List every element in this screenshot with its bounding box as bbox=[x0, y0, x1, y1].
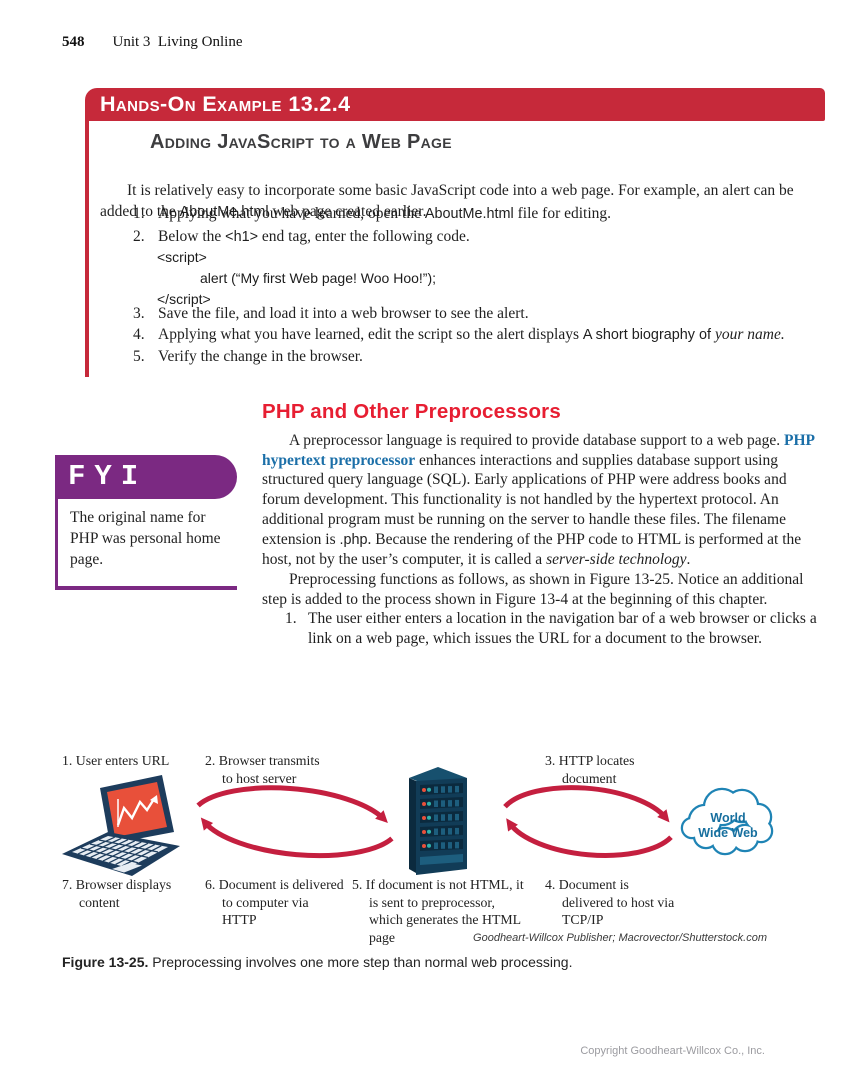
php-section: PHP and Other Preprocessors A preprocess… bbox=[262, 400, 826, 649]
server-icon bbox=[409, 767, 467, 875]
unit-title: Unit 3 Living Online bbox=[112, 34, 243, 50]
figure-step-label-7: 7. Browser displays content bbox=[62, 877, 172, 910]
intro-paragraph: It is relatively easy to incorporate som… bbox=[100, 181, 794, 221]
step-item-3: 3.Save the file, and load it into a web … bbox=[133, 305, 529, 322]
tag-text: <h1> bbox=[225, 228, 259, 245]
php-list-item-1: 1.The user either enters a location in t… bbox=[285, 610, 817, 648]
step-item-5: 5.Verify the change in the browser. bbox=[133, 348, 363, 365]
cycle-arrows-icon bbox=[196, 785, 673, 859]
step-item-2: 2.Below the <h1> end tag, enter the foll… bbox=[133, 227, 470, 245]
cloud-text-line2: Wide Web bbox=[698, 826, 758, 840]
code-line: </script> bbox=[157, 291, 211, 307]
key-term-php: PHP hypertext preprocessor bbox=[262, 432, 815, 469]
step-item-1: 1.Applying what you have learned, open t… bbox=[133, 205, 612, 222]
filename-text: AboutMe.html bbox=[424, 206, 514, 222]
world-wide-web-cloud-icon: World Wide Web bbox=[680, 787, 774, 856]
php-paragraph-2: Preprocessing functions as follows, as s… bbox=[262, 570, 804, 608]
page-number: 548 bbox=[62, 34, 85, 50]
cloud-text-line1: World bbox=[710, 811, 745, 825]
figure-caption: Figure 13-25. Preprocessing involves one… bbox=[62, 954, 787, 970]
code-line: <script> bbox=[157, 249, 207, 265]
running-head: 548 Unit 3 Living Online bbox=[62, 34, 243, 51]
caption-text: Preprocessing involves one more step tha… bbox=[148, 954, 573, 970]
example-banner-title: Hands-On Example 13.2.4 bbox=[100, 92, 351, 116]
fyi-header: FYI bbox=[55, 455, 237, 499]
laptop-icon bbox=[62, 775, 180, 876]
fyi-label: FYI bbox=[68, 460, 148, 493]
figure-step-label-4: 4. Document is delivered to host via TCP… bbox=[545, 877, 675, 927]
numbered-steps-1-2: 1.Applying what you have learned, open t… bbox=[133, 203, 819, 248]
code-block: <script> alert (“My first Web page! Woo … bbox=[157, 247, 436, 310]
example-banner: Hands-On Example 13.2.4 bbox=[85, 88, 825, 121]
code-line: alert (“My first Web page! Woo Hoo!”); bbox=[200, 270, 436, 286]
alert-message-text: A short biography of bbox=[582, 327, 715, 343]
caption-label: Figure 13-25. bbox=[62, 954, 149, 970]
fyi-callout: FYI The original name for PHP was person… bbox=[55, 455, 237, 590]
php-paragraph-1: A preprocessor language is required to p… bbox=[262, 432, 815, 569]
figure-step-label-1: 1. User enters URL bbox=[62, 753, 170, 768]
example-subtitle: Adding JavaScript to a Web Page bbox=[150, 131, 452, 153]
figure-step-label-2: 2. Browser transmits to host server bbox=[205, 753, 320, 786]
figure-step-label-3: 3. HTTP locates document bbox=[545, 753, 635, 786]
extension-text: .php bbox=[339, 531, 368, 548]
numbered-steps-3-5: 3.Save the file, and load it into a web … bbox=[133, 303, 819, 367]
fyi-text: The original name for PHP was personal h… bbox=[55, 499, 237, 590]
figure-step-label-5: 5. If document is not HTML, it is sent t… bbox=[352, 877, 524, 945]
step-item-4: 4.Applying what you have learned, edit t… bbox=[133, 326, 785, 343]
filename-text: AboutMe.html bbox=[179, 204, 269, 220]
figure-step-label-6: 6. Document is delivered to computer via… bbox=[205, 877, 344, 927]
copyright-text: Copyright Goodheart-Willcox Co., Inc. bbox=[580, 1045, 765, 1057]
figure-credit: Goodheart-Willcox Publisher; Macrovector… bbox=[473, 932, 767, 944]
example-red-bar bbox=[85, 121, 89, 377]
php-heading: PHP and Other Preprocessors bbox=[262, 400, 561, 423]
figure-diagram: World Wide Web 1. User enters URL 2. Bro… bbox=[55, 748, 795, 956]
